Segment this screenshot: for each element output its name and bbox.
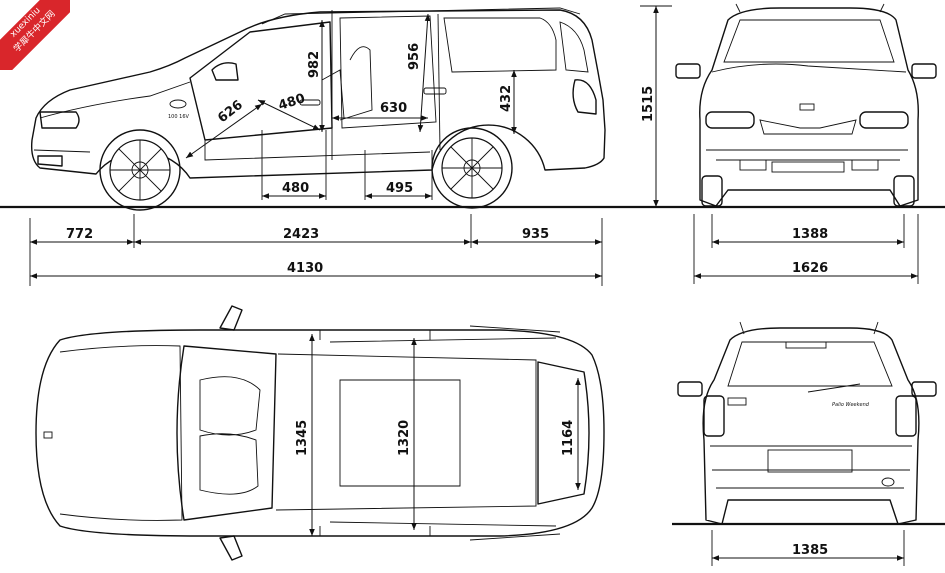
dim-line-front-seat-to-pedals	[185, 103, 263, 159]
side-seat-rear	[339, 46, 373, 121]
dim-rear-seat-depth: 495	[386, 181, 413, 196]
dim-rear-track: 1385	[792, 543, 828, 558]
hood-line	[39, 81, 191, 119]
side-window-frame	[189, 21, 333, 141]
rear-mirror-right	[911, 381, 937, 397]
side-seat-front	[321, 69, 345, 119]
rear-logo	[727, 397, 747, 406]
top-side-glass-lines	[329, 337, 557, 527]
dim-front-seat-height: 480	[277, 91, 307, 114]
front-tire-right	[893, 175, 915, 207]
top-body-outline	[35, 329, 605, 537]
dim-cargo-width: 1164	[561, 420, 576, 456]
dim-front-track: 1388	[792, 227, 828, 242]
front-grille	[759, 119, 857, 135]
front-bumper	[706, 149, 908, 161]
dim-overall-length: 4130	[287, 261, 323, 276]
front-windshield	[723, 19, 895, 63]
rear-wiper	[807, 383, 861, 393]
front-lower-intake	[771, 161, 845, 173]
dim-overall-height: 1515	[641, 86, 656, 122]
front-view: 1388 1626	[675, 3, 937, 284]
rear-door-seam	[437, 13, 441, 151]
top-door-seams	[319, 330, 431, 536]
dim-front-seat-depth: 480	[282, 181, 309, 196]
top-mirror-right	[219, 535, 243, 561]
dim-line-rear-headroom	[417, 13, 431, 133]
rear-plate-recess	[767, 449, 853, 473]
front-fog-right	[851, 159, 879, 171]
front-fog-left	[739, 159, 767, 171]
dim-front-seat-to-pedals: 626	[215, 98, 246, 127]
front-body-outline	[699, 7, 919, 207]
rear-view: Palio Weekend 1385	[672, 321, 945, 566]
rear-roof-rails	[739, 321, 879, 335]
dim-rear-shoulder-width: 1320	[397, 420, 412, 456]
front-mirror-right	[911, 63, 937, 79]
dim-front-overhang: 772	[66, 227, 93, 242]
top-hood	[59, 345, 183, 521]
front-mirror-left	[675, 63, 701, 79]
rear-door-handle	[423, 87, 447, 95]
side-mirror	[211, 62, 239, 81]
watermark-ribbon-band: xuexiniu 学犀牛中文网	[0, 0, 70, 70]
side-badge-text: 100 16V	[168, 114, 189, 120]
front-headlight-left	[705, 111, 755, 129]
front-tire-left	[701, 175, 723, 207]
top-roof	[275, 353, 537, 511]
top-tailgate-glass	[537, 361, 590, 505]
top-roof-rails	[469, 325, 561, 541]
side-tail-glass	[559, 21, 589, 73]
side-rear-quarter-glass	[443, 17, 557, 73]
dim-load-sill-height: 432	[499, 85, 514, 112]
side-badge-oval	[169, 99, 187, 109]
front-logo	[799, 103, 815, 111]
rear-wheel	[431, 127, 513, 209]
rear-tail-light-right	[895, 395, 917, 437]
front-headlight-right	[859, 111, 909, 129]
top-windshield	[176, 345, 277, 521]
side-headlight	[39, 111, 80, 129]
top-front-logo	[43, 431, 53, 439]
rear-window	[727, 341, 893, 387]
side-tail-light	[572, 79, 597, 115]
rear-body-outline	[702, 327, 920, 525]
dim-wheelbase: 2423	[283, 227, 319, 242]
dim-rear-legroom: 630	[380, 101, 407, 116]
watermark-ribbon: xuexiniu 学犀牛中文网	[0, 0, 70, 70]
top-front-seats	[199, 376, 261, 495]
rear-tail-light-left	[703, 395, 725, 437]
dim-rear-overhang: 935	[522, 227, 549, 242]
front-wheel	[99, 129, 181, 211]
roof-rail	[261, 7, 581, 25]
top-mirror-left	[219, 305, 243, 331]
rear-bumper	[710, 445, 912, 489]
top-rear-seat	[339, 379, 461, 487]
rear-mirror-left	[677, 381, 703, 397]
dim-rear-headroom: 956	[407, 43, 422, 70]
dim-overall-width: 1626	[792, 261, 828, 276]
front-roof-rails	[735, 3, 885, 13]
dim-front-headroom: 982	[307, 51, 322, 78]
rear-model-script: Palio Weekend	[832, 402, 870, 408]
front-hood-line	[711, 63, 907, 73]
dim-front-shoulder-width: 1345	[295, 420, 310, 456]
side-view: 100 16V 626 480 982 956 630	[0, 5, 945, 286]
top-view: 1345 1320 1164	[35, 305, 605, 561]
dim-line-front-seat-height	[257, 99, 321, 131]
rear-brake-light	[785, 341, 827, 349]
sill-line	[204, 140, 431, 161]
rear-exhaust	[881, 477, 895, 487]
side-fog-lamp	[37, 155, 63, 167]
side-bumper-line	[33, 149, 91, 153]
